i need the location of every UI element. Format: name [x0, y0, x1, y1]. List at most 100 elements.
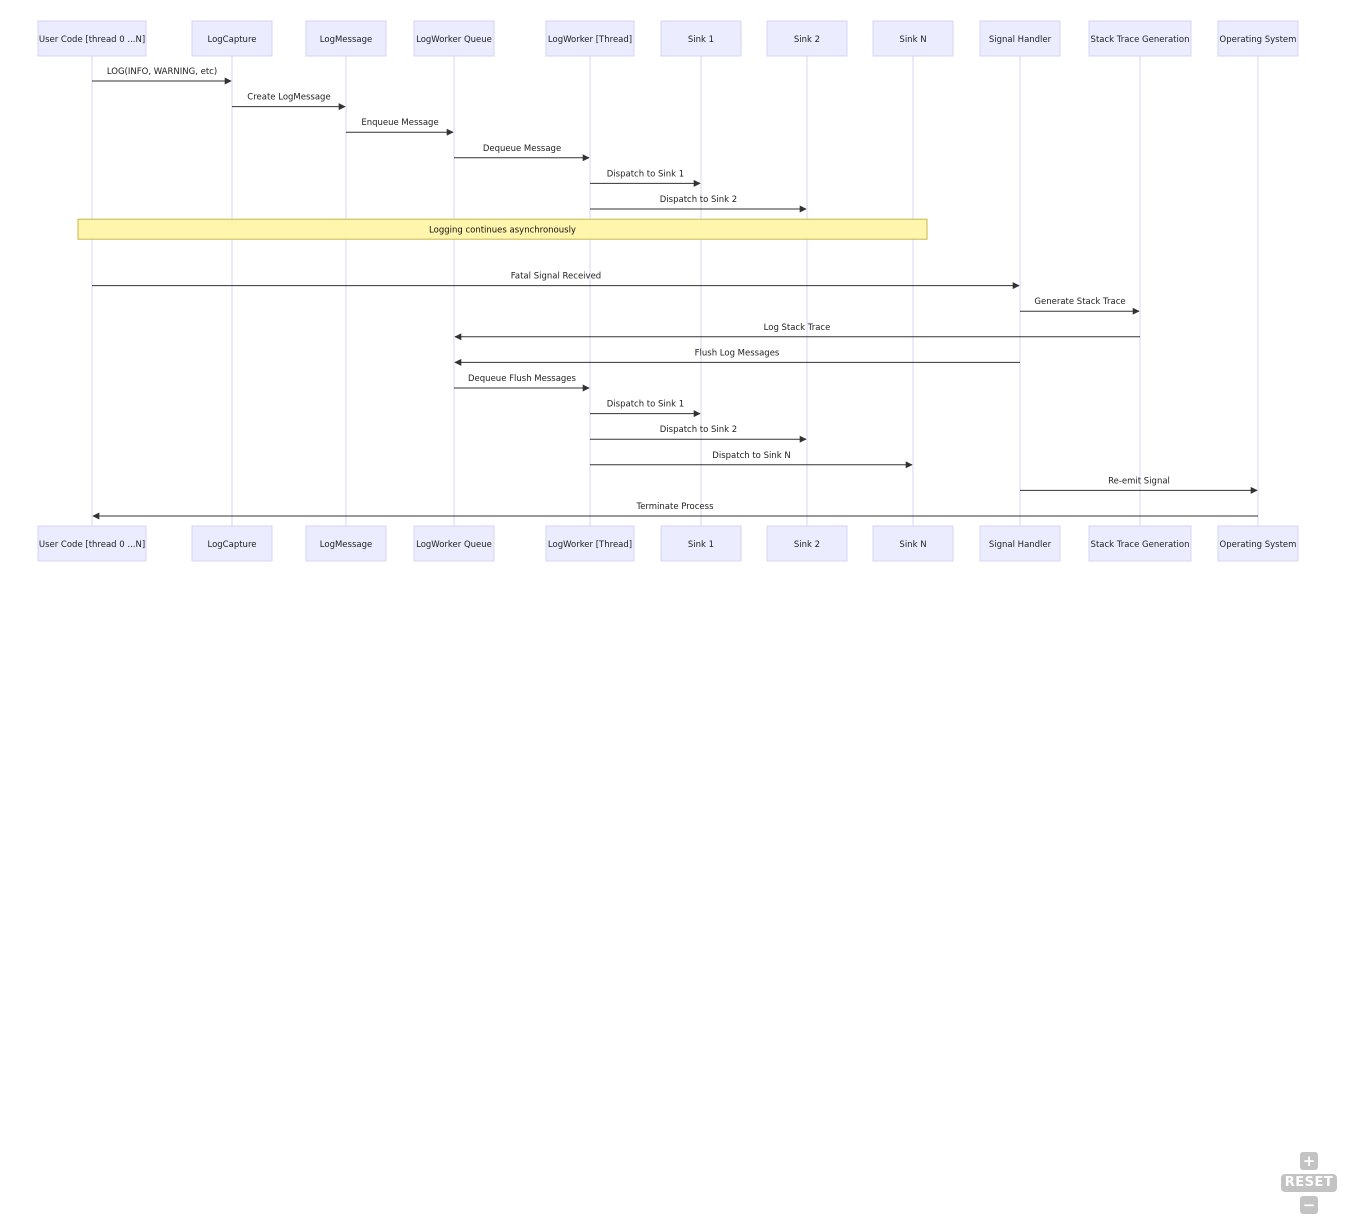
participant-box: [545, 20, 635, 57]
message: Dispatch to Sink 1: [590, 169, 701, 187]
message: Create LogMessage: [232, 93, 346, 111]
participant-bottom: Sink 1: [660, 525, 742, 562]
participant-bottom: Sink N: [872, 525, 954, 562]
participant-label: Sink 2: [794, 35, 820, 45]
message-label: Create LogMessage: [247, 93, 330, 103]
participant-top: Sink 2: [766, 20, 848, 57]
participant-box: [872, 20, 954, 57]
note-box: [77, 218, 928, 240]
participant-label: Sink 1: [688, 540, 714, 550]
participant-bottom: LogWorker Queue: [413, 525, 495, 562]
participant-label: Signal Handler: [989, 35, 1052, 45]
message: Re-emit Signal: [1020, 476, 1258, 494]
note-label: Logging continues asynchronously: [429, 226, 576, 236]
participant-box: [191, 20, 273, 57]
note: Logging continues asynchronously: [77, 218, 928, 240]
participant-box: [191, 525, 273, 562]
participant-box: [766, 525, 848, 562]
message: Dequeue Flush Messages: [454, 374, 590, 392]
message: Dequeue Message: [454, 144, 590, 162]
participant-label: LogMessage: [320, 35, 372, 45]
message-label: Generate Stack Trace: [1034, 297, 1125, 307]
participant-top: Operating System: [1217, 20, 1299, 57]
participant-box: [305, 525, 387, 562]
participant-top: LogMessage: [305, 20, 387, 57]
message-label: Dispatch to Sink 2: [660, 195, 737, 205]
message-label: Terminate Process: [635, 502, 714, 512]
message: Fatal Signal Received: [92, 272, 1020, 290]
participant-box: [766, 20, 848, 57]
participant-box: [37, 20, 147, 57]
message: Dispatch to Sink N: [590, 451, 913, 469]
message-label: Dequeue Flush Messages: [468, 374, 577, 384]
participant-top: LogWorker [Thread]: [545, 20, 635, 57]
participant-label: Sink 2: [794, 540, 820, 550]
participant-label: User Code [thread 0 ...N]: [39, 540, 145, 550]
message-label: Enqueue Message: [361, 118, 438, 128]
message: Dispatch to Sink 2: [590, 195, 807, 213]
participant-label: Sink N: [899, 35, 926, 45]
participant-label: LogWorker Queue: [416, 35, 492, 45]
participant-label: Stack Trace Generation: [1091, 540, 1190, 550]
participant-box: [1088, 525, 1192, 562]
message: Generate Stack Trace: [1020, 297, 1140, 315]
message-label: Dispatch to Sink 1: [607, 400, 684, 410]
message-label: Dispatch to Sink N: [712, 451, 790, 461]
message-label: Fatal Signal Received: [511, 272, 601, 282]
message-label: Re-emit Signal: [1108, 476, 1170, 486]
participant-label: LogCapture: [208, 35, 257, 45]
participant-bottom: LogMessage: [305, 525, 387, 562]
message-label: Dequeue Message: [483, 144, 561, 154]
participant-box: [660, 20, 742, 57]
participant-top: Sink N: [872, 20, 954, 57]
participant-bottom: Sink 2: [766, 525, 848, 562]
participant-bottom: Stack Trace Generation: [1088, 525, 1192, 562]
message: Flush Log Messages: [454, 348, 1020, 366]
participant-bottom: LogWorker [Thread]: [545, 525, 635, 562]
participant-bottom: User Code [thread 0 ...N]: [37, 525, 147, 562]
participant-label: LogCapture: [208, 540, 257, 550]
participant-label: Sink N: [899, 540, 926, 550]
participant-box: [872, 525, 954, 562]
message: LOG(INFO, WARNING, etc): [92, 67, 232, 85]
participant-top: LogCapture: [191, 20, 273, 57]
participant-box: [545, 525, 635, 562]
participant-bottom: LogCapture: [191, 525, 273, 562]
participant-box: [413, 20, 495, 57]
message: Terminate Process: [92, 502, 1258, 520]
zoom-controls: + RESET −: [1281, 1152, 1337, 1214]
participant-label: Sink 1: [688, 35, 714, 45]
participant-top: Stack Trace Generation: [1088, 20, 1192, 57]
participant-label: Operating System: [1220, 35, 1297, 45]
message: Log Stack Trace: [454, 323, 1140, 341]
participant-box: [660, 525, 742, 562]
message-label: Log Stack Trace: [764, 323, 831, 333]
message-label: Flush Log Messages: [695, 348, 780, 358]
participant-label: LogWorker [Thread]: [548, 540, 632, 550]
participant-label: User Code [thread 0 ...N]: [39, 35, 145, 45]
participant-label: LogWorker [Thread]: [548, 35, 632, 45]
message-label: Dispatch to Sink 2: [660, 425, 737, 435]
participant-label: LogMessage: [320, 540, 372, 550]
message-label: Dispatch to Sink 1: [607, 169, 684, 179]
participant-top: Signal Handler: [979, 20, 1061, 57]
participant-label: LogWorker Queue: [416, 540, 492, 550]
participant-box: [979, 525, 1061, 562]
participant-top: Sink 1: [660, 20, 742, 57]
participant-box: [305, 20, 387, 57]
participant-label: Stack Trace Generation: [1091, 35, 1190, 45]
participant-top: User Code [thread 0 ...N]: [37, 20, 147, 57]
reset-button[interactable]: RESET: [1281, 1174, 1337, 1192]
participant-box: [37, 525, 147, 562]
plus-icon[interactable]: +: [1300, 1152, 1318, 1170]
participant-top: LogWorker Queue: [413, 20, 495, 57]
participant-box: [1217, 20, 1299, 57]
minus-icon[interactable]: −: [1300, 1196, 1318, 1214]
message-label: LOG(INFO, WARNING, etc): [107, 67, 217, 77]
participant-label: Operating System: [1220, 540, 1297, 550]
message: Dispatch to Sink 2: [590, 425, 807, 443]
participant-box: [1217, 525, 1299, 562]
participant-box: [979, 20, 1061, 57]
participant-box: [413, 525, 495, 562]
